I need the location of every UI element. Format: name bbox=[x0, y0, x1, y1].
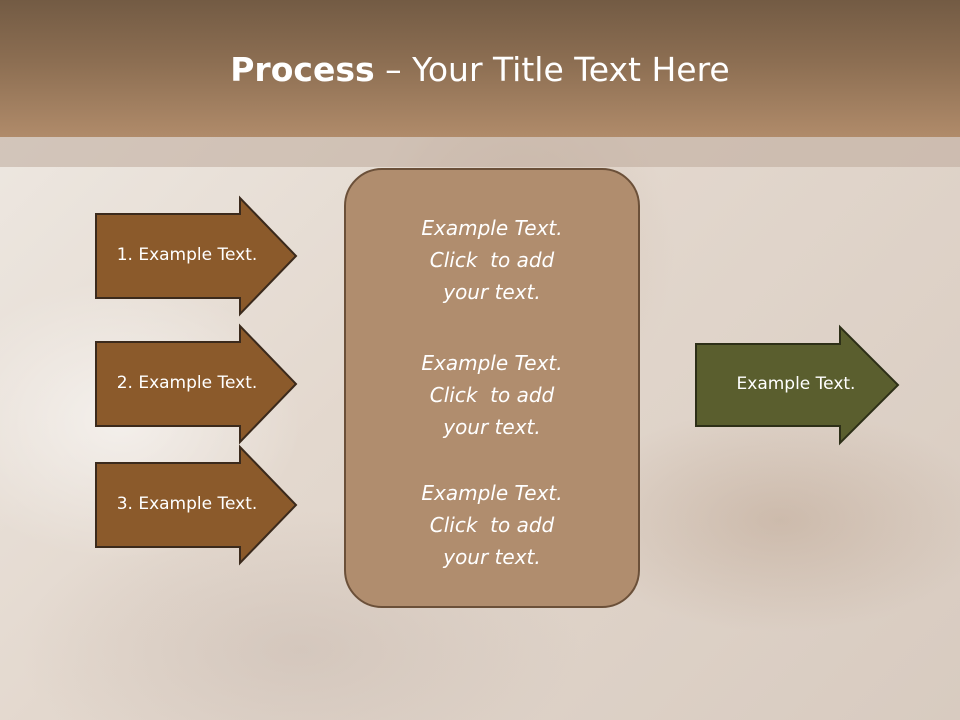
center-block-1: Example Text. Click to add your text. bbox=[344, 212, 640, 308]
step-arrow-2[interactable] bbox=[95, 323, 298, 445]
center-text-box[interactable] bbox=[344, 168, 640, 608]
center-block-3: Example Text. Click to add your text. bbox=[344, 477, 640, 573]
center-block-2-line-3: your text. bbox=[443, 415, 541, 439]
step-label-3: 3. Example Text. bbox=[116, 494, 258, 514]
center-block-2: Example Text. Click to add your text. bbox=[344, 347, 640, 443]
center-block-3-line-1: Example Text. bbox=[421, 481, 563, 505]
slide-title: Process – Your Title Text Here bbox=[0, 50, 960, 89]
title-header bbox=[0, 0, 960, 137]
center-block-1-line-3: your text. bbox=[443, 280, 541, 304]
title-bold: Process bbox=[230, 50, 375, 89]
center-block-2-line-1: Example Text. bbox=[421, 351, 563, 375]
center-block-2-line-2: Click to add bbox=[429, 383, 555, 407]
step-label-1: 1. Example Text. bbox=[116, 245, 258, 265]
step-arrow-1[interactable] bbox=[95, 195, 298, 317]
output-label: Example Text. bbox=[736, 374, 856, 394]
title-rest: – Your Title Text Here bbox=[374, 50, 730, 89]
center-block-3-line-3: your text. bbox=[443, 545, 541, 569]
output-arrow[interactable] bbox=[695, 324, 900, 446]
step-label-2: 2. Example Text. bbox=[116, 373, 258, 393]
center-block-1-line-1: Example Text. bbox=[421, 216, 563, 240]
step-arrow-3[interactable] bbox=[95, 444, 298, 566]
center-block-3-line-2: Click to add bbox=[429, 513, 555, 537]
center-block-1-line-2: Click to add bbox=[429, 248, 555, 272]
header-band bbox=[0, 137, 960, 167]
